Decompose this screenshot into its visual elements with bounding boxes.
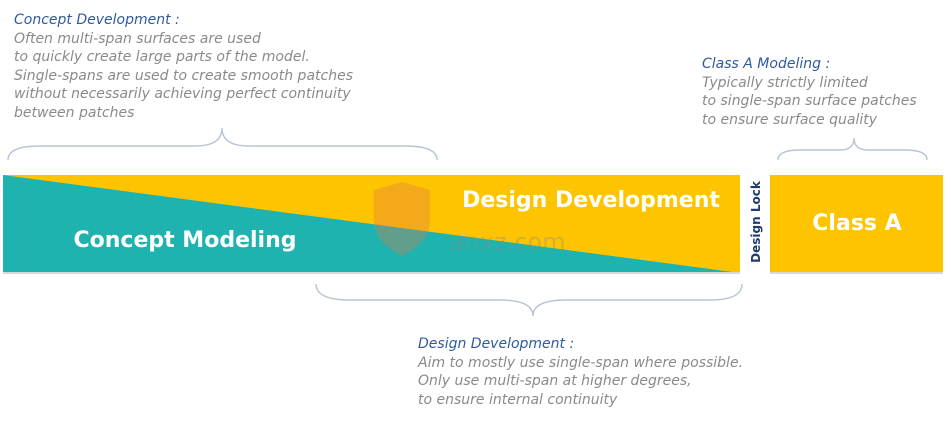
concept-note-line: between patches: [14, 104, 135, 121]
concept-note-line: to quickly create large parts of the mod…: [14, 49, 310, 65]
classa-note-line: to ensure surface quality: [702, 111, 878, 128]
concept-development-note: Concept Development : Often multi-span s…: [14, 11, 353, 122]
design-note-line: Aim to mostly use single-span where poss…: [418, 354, 744, 371]
classa-brace: [777, 137, 928, 161]
watermark-text: anxz.com: [450, 228, 566, 256]
classa-note-line: to single-span surface patches: [702, 93, 917, 109]
main-phase-bar: Design Development Concept Modeling: [3, 175, 740, 274]
class-a-modeling-note: Class A Modeling : Typically strictly li…: [702, 55, 917, 129]
design-note-title: Design Development :: [418, 336, 575, 352]
design-note-line: to ensure internal continuity: [418, 391, 618, 408]
design-development-label: Design Development: [462, 188, 720, 213]
design-development-note: Design Development : Aim to mostly use s…: [418, 335, 743, 409]
concept-modeling-wedge: [3, 175, 740, 273]
concept-note-line: Single-spans are used to create smooth p…: [14, 67, 353, 84]
concept-brace: [7, 127, 438, 161]
design-lock-label: Design Lock: [749, 180, 763, 263]
class-a-label: Class A: [812, 211, 901, 236]
concept-modeling-label: Concept Modeling: [74, 228, 297, 253]
design-brace: [315, 283, 743, 317]
classa-note-title: Class A Modeling :: [702, 56, 831, 72]
design-note-line: Only use multi-span at higher degrees,: [418, 373, 692, 389]
concept-note-line: Often multi-span surfaces are used: [14, 30, 261, 47]
shield-icon: [374, 182, 430, 256]
concept-note-line: without necessarily achieving perfect co…: [14, 86, 351, 102]
classa-note-line: Typically strictly limited: [702, 74, 868, 91]
watermark: anxz.com: [374, 182, 566, 256]
class-a-block: Class A: [770, 175, 943, 274]
concept-note-title: Concept Development :: [14, 12, 180, 28]
